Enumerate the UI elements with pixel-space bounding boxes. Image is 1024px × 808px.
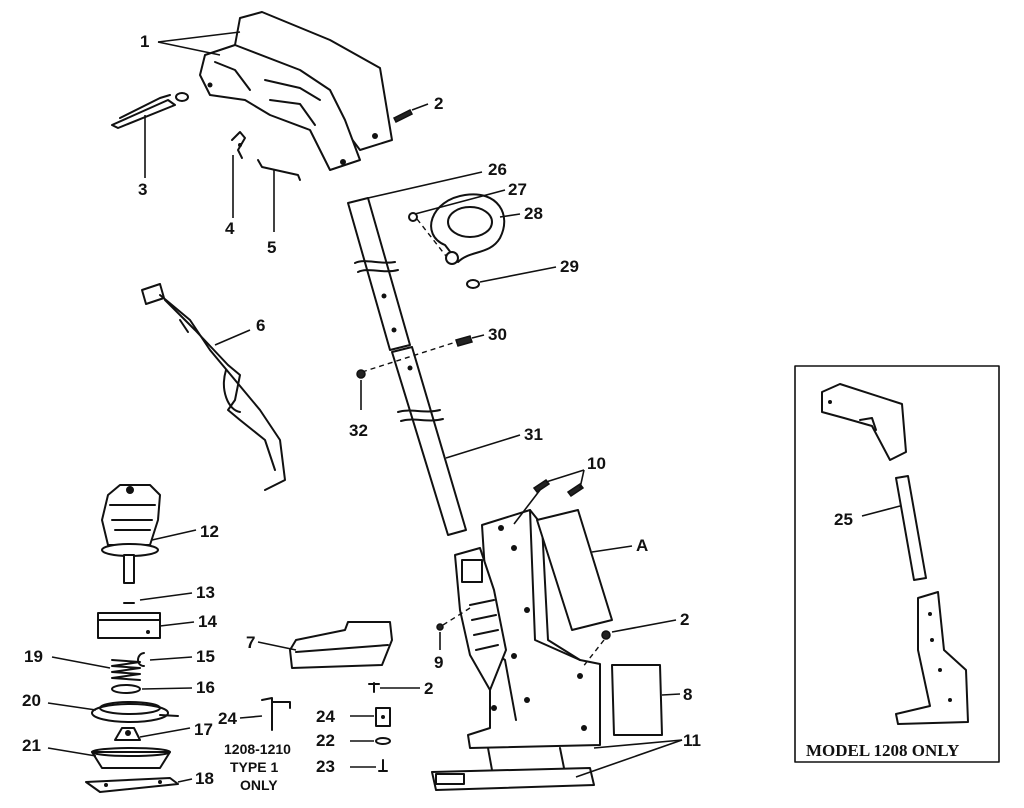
callout-5: 5 — [267, 238, 276, 257]
part-3-switch — [111, 92, 189, 129]
part-24-bracket-left — [261, 697, 291, 731]
callout-30: 30 — [488, 325, 507, 344]
callout-11: 11 — [683, 731, 701, 750]
part-12-motor — [101, 484, 161, 584]
callout-22: 22 — [316, 731, 335, 750]
callout-19: 19 — [24, 647, 43, 666]
callout-8: 8 — [683, 685, 692, 704]
part-2-screw-mid — [368, 682, 380, 693]
part-32-nut — [356, 369, 366, 379]
part-26-upper-shaft — [347, 197, 411, 351]
note-line-3: ONLY — [240, 777, 278, 793]
callout-10: 10 — [587, 454, 606, 473]
callout-21: 21 — [22, 736, 41, 755]
callout-4: 4 — [225, 219, 235, 238]
part-4-clip — [231, 131, 246, 159]
part-16-washer — [111, 684, 141, 694]
callout-15: 15 — [196, 647, 215, 666]
callout-24-left: 24 — [218, 709, 237, 728]
callout-9: 9 — [434, 653, 443, 672]
callout-16: 16 — [196, 678, 215, 697]
callout-28: 28 — [524, 204, 543, 223]
label-panel-a — [536, 509, 613, 631]
part-6-cord — [141, 283, 286, 491]
note-line-2: TYPE 1 — [230, 759, 278, 775]
inset-panel — [794, 365, 1000, 763]
callout-12: 12 — [200, 522, 219, 541]
part-17-hub — [114, 727, 141, 741]
part-2-screw-top — [392, 108, 414, 124]
callout-17: 17 — [194, 720, 213, 739]
callout-29: 29 — [560, 257, 579, 276]
part-31-lower-shaft — [391, 346, 467, 536]
callout-2-top: 2 — [434, 94, 443, 113]
part-29-nut — [466, 279, 480, 289]
callout-14: 14 — [198, 612, 217, 631]
part-27-screw — [408, 212, 418, 222]
callout-7: 7 — [246, 633, 255, 652]
callout-31: 31 — [524, 425, 543, 444]
part-8-cover — [611, 664, 663, 736]
part-30-bolt — [455, 335, 473, 347]
callout-6: 6 — [256, 316, 265, 335]
part-9-trigger-board — [454, 547, 507, 691]
callout-27: 27 — [508, 180, 527, 199]
callout-a: A — [636, 536, 648, 555]
callout-23: 23 — [316, 757, 335, 776]
part-28-loop-handle — [430, 193, 506, 265]
part-18-guard — [85, 777, 179, 793]
callout-24-right: 24 — [316, 707, 335, 726]
callout-18: 18 — [195, 769, 214, 788]
part-24-bracket-right — [375, 707, 391, 727]
part-23-screw — [378, 759, 388, 772]
part-14-motor-housing — [97, 612, 161, 639]
callout-1: 1 — [140, 32, 149, 51]
part-1-handle-assembly — [199, 11, 393, 171]
part-5-pin — [257, 159, 301, 181]
callout-2-mid: 2 — [424, 679, 433, 698]
callout-25: 25 — [834, 510, 853, 529]
part-22-washer — [375, 737, 391, 745]
part-21-cap — [91, 747, 171, 769]
note-line-1: 1208-1210 — [224, 741, 291, 757]
callout-13: 13 — [196, 583, 215, 602]
callout-20: 20 — [22, 691, 41, 710]
inset-title: MODEL 1208 ONLY — [806, 741, 959, 760]
part-11-base — [431, 747, 595, 791]
part-2-screw-low — [601, 630, 611, 640]
part-19-spring — [111, 659, 141, 681]
callout-32: 32 — [349, 421, 368, 440]
callout-2-low: 2 — [680, 610, 689, 629]
part-20-spool — [91, 701, 179, 723]
part-15-clip — [137, 652, 145, 667]
part-10-screws — [532, 478, 585, 498]
part-7-cover — [289, 621, 393, 669]
leader-1 — [157, 41, 221, 56]
callout-26: 26 — [488, 160, 507, 179]
callout-3: 3 — [138, 180, 147, 199]
main-housing — [467, 509, 601, 749]
